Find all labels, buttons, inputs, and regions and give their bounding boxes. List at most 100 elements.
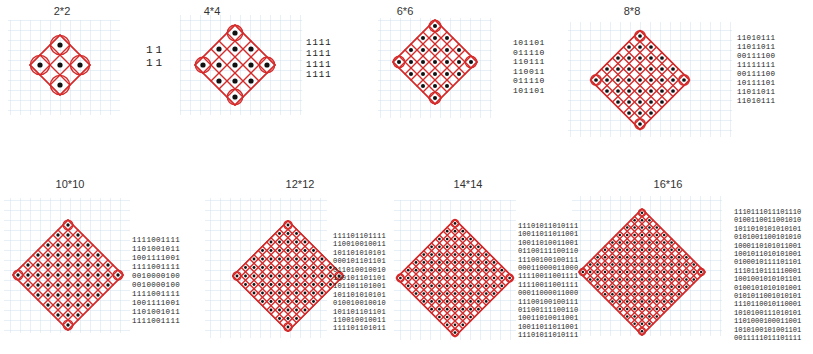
kolam-dot [270, 275, 273, 278]
kolam-dot [638, 89, 642, 93]
kolam-dot [445, 72, 449, 76]
kolam-border [13, 220, 123, 330]
kolam-dot [312, 266, 315, 269]
kolam-dot [633, 219, 636, 222]
kolam-dot [656, 286, 659, 289]
kolam-border [195, 25, 275, 105]
kolam-dot [604, 256, 607, 259]
matrix-row: 1010100111010101 [734, 309, 801, 317]
kolam-dot [596, 256, 599, 259]
kolam-line [219, 41, 259, 81]
kolam-dot [641, 323, 644, 326]
binary-matrix: 1111011011111100100100111011010101010001… [333, 232, 386, 333]
kolam-dot [649, 100, 653, 104]
kolam-line [227, 33, 267, 73]
kolam-dot [596, 263, 599, 266]
kolam-dot [656, 249, 659, 252]
kolam-dot [605, 78, 609, 82]
kolam-dot [648, 286, 651, 289]
kolam-dot [508, 277, 511, 280]
kolam-dot [649, 89, 653, 93]
kolam-dot [596, 278, 599, 281]
kolam-dot [304, 309, 307, 312]
kolam-dot [278, 249, 281, 252]
kolam-dot [96, 253, 99, 256]
kolam-dot [36, 293, 39, 296]
kolam-dot [261, 300, 264, 303]
kolam-dot [663, 300, 666, 303]
kolam-loop [113, 270, 123, 280]
kolam-figure [378, 18, 492, 118]
kolam-dot [626, 241, 629, 244]
kolam-line [629, 42, 679, 92]
grid-paper [378, 18, 492, 118]
kolam-figure [394, 200, 516, 340]
kolam-border [233, 221, 344, 332]
kolam-dot [76, 253, 79, 256]
kolam-dot [232, 62, 237, 67]
kolam-loop [698, 268, 705, 275]
kolam-dot [596, 271, 599, 274]
kolam-dot [616, 100, 620, 104]
kolam-dot [641, 286, 644, 289]
kolam-dot [656, 271, 659, 274]
kolam-line [635, 265, 698, 328]
kolam-dot [407, 284, 410, 287]
kolam-dot [96, 293, 99, 296]
kolam-dot [633, 308, 636, 311]
kolam-dot [399, 277, 402, 280]
matrix-row: 00111100 [737, 52, 775, 61]
kolam-dot [66, 223, 69, 226]
kolam-dot [638, 56, 642, 60]
kolam-dot [638, 122, 642, 126]
kolam-dot [433, 96, 437, 100]
matrix-row: 1001001010101101 [734, 275, 801, 283]
kolam-dot [670, 286, 673, 289]
kolam-loop [70, 55, 89, 74]
kolam-dot [649, 56, 653, 60]
kolam-dot [446, 292, 449, 295]
binary-matrix: 1110101101011110011011011001100110100110… [518, 222, 578, 340]
kolam-dot [663, 256, 666, 259]
matrix-row: 1101001011 [132, 308, 180, 317]
kolam-dot [270, 283, 273, 286]
kolam-dot [660, 67, 664, 71]
kolam-dot [641, 249, 644, 252]
matrix-row: 10011011011001 [518, 230, 578, 238]
kolam-dot [627, 56, 631, 60]
kolam-dot [407, 277, 410, 280]
matrix-row: 1111001111 [132, 263, 180, 272]
kolam-dot [244, 275, 247, 278]
grid-paper [394, 200, 516, 340]
matrix-row: 00011000011000 [518, 264, 578, 272]
binary-matrix: 1111001111110100101110011110011111001111… [132, 236, 180, 326]
kolam-dot [270, 300, 273, 303]
kolam-dot [433, 60, 437, 64]
matrix-row: 11110011001111 [518, 281, 578, 289]
kolam-dot [329, 283, 332, 286]
matrix-row: 111101101011 [333, 324, 386, 332]
kolam-dot [461, 253, 464, 256]
matrix-row: 110010010011 [333, 316, 386, 324]
kolam-dot [321, 266, 324, 269]
kolam-dot [409, 72, 413, 76]
kolam-line [638, 213, 701, 276]
kolam-dot [633, 249, 636, 252]
kolam-dot [76, 263, 79, 266]
kolam-dot [648, 293, 651, 296]
kolam-dot [641, 330, 644, 333]
kolam-dot [446, 269, 449, 272]
kolam-dot [312, 249, 315, 252]
kolam-line [63, 270, 118, 325]
kolam-dot [477, 261, 480, 264]
kolam-dot [663, 278, 666, 281]
grid-size-label: 12*12 [286, 178, 315, 190]
kolam-dot [295, 266, 298, 269]
kolam-dot [248, 78, 253, 83]
kolam-dot [261, 283, 264, 286]
matrix-row: 101101101101 [333, 308, 386, 316]
kolam-dot [641, 256, 644, 259]
matrix-row: 101101101001 [333, 282, 386, 290]
kolam-dot [641, 219, 644, 222]
kolam-dot [422, 253, 425, 256]
